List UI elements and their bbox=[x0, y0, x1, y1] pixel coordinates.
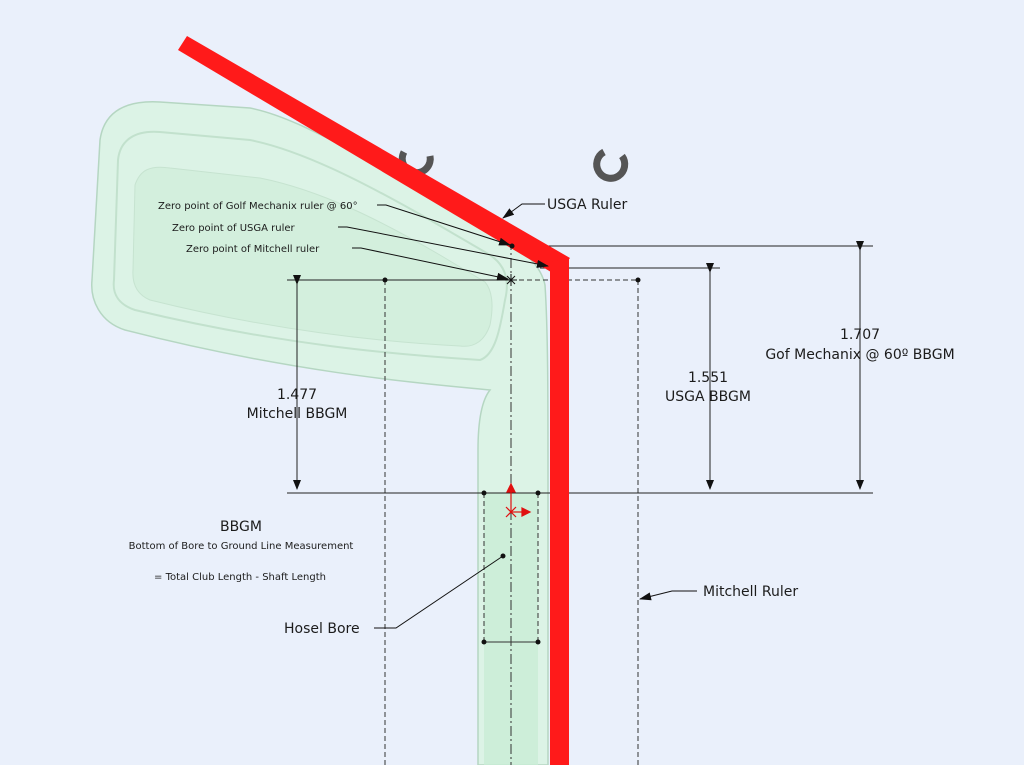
reference-markers bbox=[398, 148, 629, 182]
construction-lines bbox=[384, 240, 639, 765]
label-zero-usga: Zero point of USGA ruler bbox=[172, 223, 296, 234]
label-mitchell-ruler: Mitchell Ruler bbox=[703, 584, 798, 600]
usga-dim-value: 1.551 bbox=[688, 370, 728, 386]
point bbox=[635, 277, 641, 283]
hosel-bore-region bbox=[484, 493, 538, 765]
mitchell-ruler bbox=[550, 258, 569, 765]
bbgm-formula: = Total Club Length - Shaft Length bbox=[154, 572, 326, 583]
club-face-groove bbox=[112, 130, 508, 362]
leader-golf-mechanix bbox=[377, 204, 511, 246]
point bbox=[382, 277, 388, 283]
label-zero-mitchell: Zero point of Mitchell ruler bbox=[186, 244, 320, 255]
text-labels: Zero point of Golf Mechanix ruler @ 60° … bbox=[129, 197, 955, 637]
leader-mitchell bbox=[352, 247, 509, 281]
usga-dim-name: USGA BBGM bbox=[665, 389, 751, 405]
leader-usga bbox=[338, 226, 549, 268]
label-hosel-bore: Hosel Bore bbox=[284, 621, 360, 637]
target-marker-right bbox=[593, 148, 629, 182]
leader-usga-ruler bbox=[502, 203, 545, 219]
leader-mitchell-ruler bbox=[639, 590, 697, 601]
leader-lines bbox=[338, 203, 697, 629]
mitchell-dim-name: Mitchell BBGM bbox=[247, 406, 348, 422]
label-zero-golf-mechanix: Zero point of Golf Mechanix ruler @ 60° bbox=[158, 201, 358, 212]
label-usga-ruler: USGA Ruler bbox=[547, 197, 627, 213]
origin-triad bbox=[505, 482, 532, 518]
gm-dim-value: 1.707 bbox=[840, 327, 880, 343]
dimension-lines bbox=[287, 241, 873, 494]
point bbox=[535, 639, 541, 645]
club-face-inner bbox=[132, 166, 493, 347]
club-head bbox=[91, 101, 549, 765]
point bbox=[481, 490, 487, 496]
bbgm-subtitle: Bottom of Bore to Ground Line Measuremen… bbox=[129, 541, 354, 552]
bbgm-title: BBGM bbox=[220, 519, 262, 535]
point bbox=[481, 639, 487, 645]
point bbox=[535, 490, 541, 496]
rulers bbox=[178, 36, 570, 765]
point bbox=[509, 243, 515, 249]
leader-hosel-bore bbox=[374, 555, 504, 629]
mitchell-dim-value: 1.477 bbox=[277, 387, 317, 403]
usga-ruler bbox=[178, 36, 570, 275]
gm-dim-name: Gof Mechanix @ 60º BBGM bbox=[765, 347, 954, 363]
